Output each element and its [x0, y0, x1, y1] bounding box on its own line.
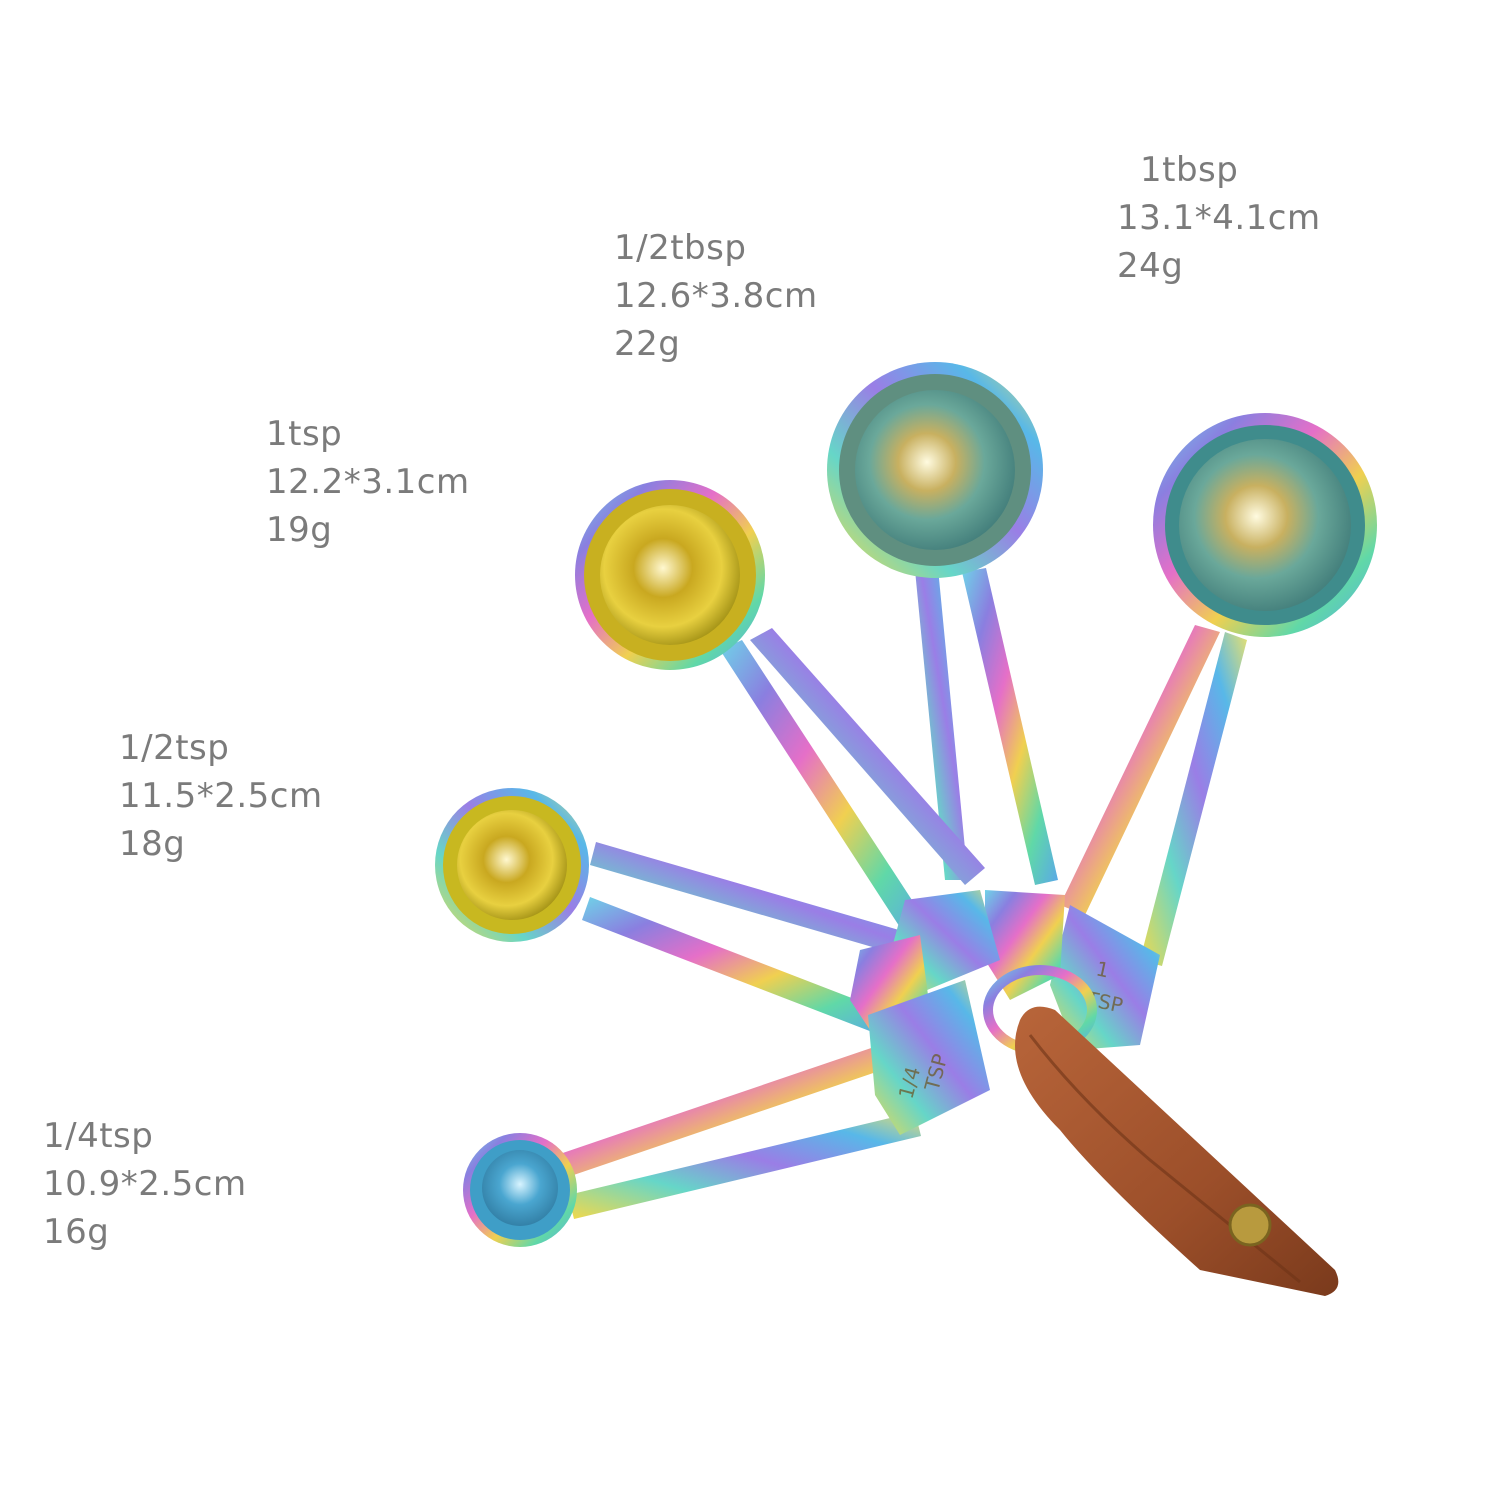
spoon-size-name: 1tbsp — [1140, 150, 1239, 190]
spoon-weight: 19g — [266, 510, 333, 550]
snap-button-icon — [1228, 1203, 1272, 1247]
spoon-half-tsp-handle — [582, 842, 906, 1035]
spoon-size-name: 1/2tsp — [119, 728, 230, 768]
spoon-dimensions: 12.6*3.8cm — [614, 276, 818, 316]
spoon-size-name: 1/4tsp — [43, 1116, 154, 1156]
spoon-1tsp-bowl — [575, 480, 765, 670]
spoon-1tbsp-label: 1tbsp 13.1*4.1cm 24g — [1117, 146, 1321, 290]
spoon-weight: 24g — [1117, 246, 1184, 286]
spoon-half-tsp-bowl — [435, 788, 589, 942]
spoon-1tbsp-bowl — [1153, 413, 1377, 637]
spoon-quarter-tsp-bowl — [463, 1133, 577, 1247]
spoon-dimensions: 13.1*4.1cm — [1117, 198, 1321, 238]
spoon-size-name: 1/2tbsp — [614, 228, 747, 268]
spoon-1tsp-label: 1tsp 12.2*3.1cm 19g — [266, 410, 470, 554]
spoon-half-tbsp-label: 1/2tbsp 12.6*3.8cm 22g — [614, 224, 818, 368]
spoon-half-tbsp-bowl — [827, 362, 1043, 578]
spoon-1tsp-handle — [720, 628, 985, 935]
spoon-quarter-tsp-tag: 1/4 TSP — [868, 980, 990, 1135]
spoon-weight: 16g — [43, 1212, 110, 1252]
spoon-weight: 22g — [614, 324, 681, 364]
spoon-half-tsp-label: 1/2tsp 11.5*2.5cm 18g — [119, 724, 323, 868]
spoon-quarter-tsp-label: 1/4tsp 10.9*2.5cm 16g — [43, 1112, 247, 1256]
spoon-dimensions: 11.5*2.5cm — [119, 776, 323, 816]
tag-1tbsp-top-text: 1 — [1094, 956, 1111, 982]
spoon-1tbsp-handle — [1060, 625, 1247, 966]
spoon-quarter-tsp-handle — [548, 1045, 921, 1219]
spoon-half-tbsp-handle — [915, 568, 1058, 885]
spoon-size-name: 1tsp — [266, 414, 343, 454]
spoon-dimensions: 12.2*3.1cm — [266, 462, 470, 502]
spoon-weight: 18g — [119, 824, 186, 864]
spoon-dimensions: 10.9*2.5cm — [43, 1164, 247, 1204]
leather-strap — [1015, 1006, 1339, 1296]
